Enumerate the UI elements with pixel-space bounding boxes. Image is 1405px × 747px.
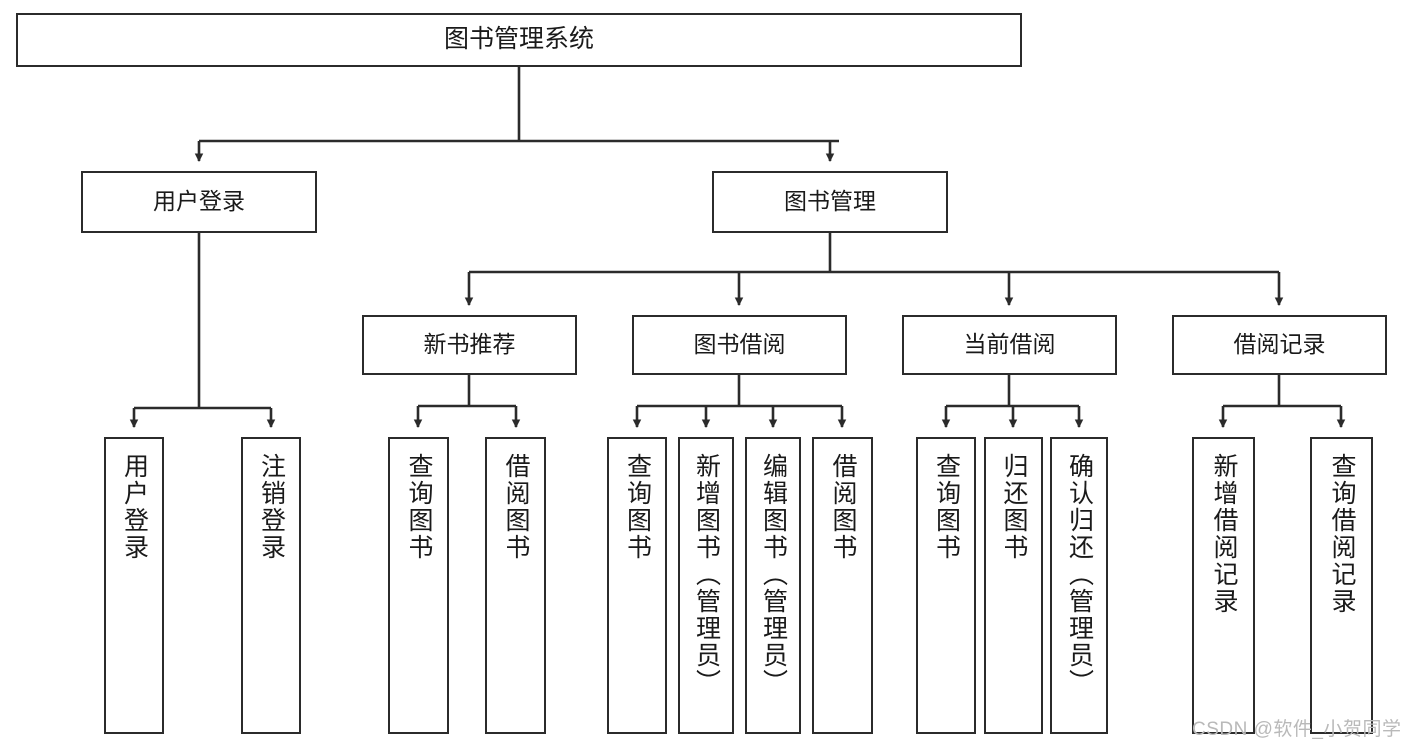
node-root[interactable]: 图书管理系统: [16, 13, 1022, 67]
leaf-query-book-2[interactable]: 查询图书: [607, 437, 667, 734]
leaf-edit-book-label: 编辑图书（管理员）: [759, 453, 788, 696]
node-current-borrow-label: 当前借阅: [963, 331, 1056, 358]
leaf-confirm-return[interactable]: 确认归还（管理员）: [1050, 437, 1108, 734]
leaf-query-book-3[interactable]: 查询图书: [916, 437, 976, 734]
csdn-watermark: CSDN @软件_小贺同学: [1192, 719, 1402, 740]
node-new-book-recommend-label: 新书推荐: [423, 331, 516, 358]
node-user-login[interactable]: 用户登录: [81, 171, 317, 233]
node-current-borrow[interactable]: 当前借阅: [902, 315, 1117, 375]
node-borrow-record[interactable]: 借阅记录: [1172, 315, 1387, 375]
leaf-user-logout-label: 注销登录: [257, 453, 286, 561]
leaf-add-borrow-record[interactable]: 新增借阅记录: [1192, 437, 1255, 734]
leaf-add-book-label: 新增图书（管理员）: [692, 453, 721, 696]
leaf-edit-book[interactable]: 编辑图书（管理员）: [745, 437, 801, 734]
leaf-query-book-2-label: 查询图书: [623, 453, 652, 561]
node-new-book-recommend[interactable]: 新书推荐: [362, 315, 577, 375]
leaf-user-logout[interactable]: 注销登录: [241, 437, 301, 734]
node-book-borrow[interactable]: 图书借阅: [632, 315, 847, 375]
leaf-query-borrow-record[interactable]: 查询借阅记录: [1310, 437, 1373, 734]
leaf-user-login[interactable]: 用户登录: [104, 437, 164, 734]
node-book-borrow-label: 图书借阅: [693, 331, 786, 358]
leaf-user-login-label: 用户登录: [120, 453, 149, 561]
leaf-query-book-3-label: 查询图书: [932, 453, 961, 561]
node-book-manage[interactable]: 图书管理: [712, 171, 948, 233]
node-book-manage-label: 图书管理: [784, 188, 876, 215]
node-borrow-record-label: 借阅记录: [1233, 331, 1326, 358]
leaf-borrow-book-1[interactable]: 借阅图书: [485, 437, 546, 734]
node-root-label: 图书管理系统: [443, 25, 594, 54]
leaf-query-book-1-label: 查询图书: [405, 453, 433, 561]
leaf-add-book[interactable]: 新增图书（管理员）: [678, 437, 734, 734]
leaf-return-book-label: 归还图书: [1000, 453, 1028, 561]
leaf-return-book[interactable]: 归还图书: [984, 437, 1043, 734]
leaf-confirm-return-label: 确认归还（管理员）: [1065, 453, 1094, 696]
leaf-query-book-1[interactable]: 查询图书: [388, 437, 449, 734]
leaf-query-borrow-record-label: 查询借阅记录: [1328, 453, 1356, 615]
leaf-borrow-book-2-label: 借阅图书: [829, 453, 857, 561]
leaf-add-borrow-record-label: 新增借阅记录: [1210, 453, 1238, 615]
leaf-borrow-book-1-label: 借阅图书: [502, 453, 530, 561]
node-user-login-label: 用户登录: [153, 188, 245, 215]
leaf-borrow-book-2[interactable]: 借阅图书: [812, 437, 873, 734]
